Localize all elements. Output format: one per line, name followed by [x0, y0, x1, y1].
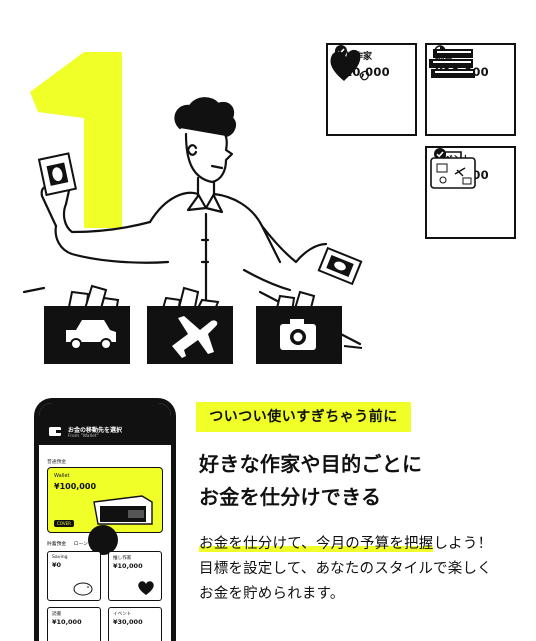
- description-highlight: お金を仕分けて、今月の予算を把握: [199, 536, 434, 552]
- section-label: 普通預金: [47, 460, 67, 465]
- app-subtitle: From "Wallet": [68, 434, 99, 439]
- description-line-1-rest: しよう！: [433, 536, 493, 552]
- check-icon: [434, 148, 446, 160]
- headline: 好きな作家や目的ごとに お金を仕分けできる: [199, 448, 519, 514]
- account-label: 推し作家: [113, 556, 132, 561]
- description-line-3: お金を貯められます。: [199, 586, 345, 602]
- wallet-card[interactable]: Wallet ¥100,000 COVER: [47, 467, 163, 533]
- budget-card-author[interactable]: 推し作家 ¥10,000: [326, 43, 417, 136]
- budget-card-reading[interactable]: 読書 ¥10,000: [425, 43, 516, 136]
- phone-screen: お金の移動先を選択 From "Wallet" 普通預金 Wallet ¥100…: [39, 403, 171, 641]
- cover-badge: COVER: [54, 520, 74, 527]
- app-title: お金の移動先を選択: [68, 427, 123, 434]
- suitcase-icon: [430, 151, 476, 189]
- account-label: イベント: [113, 612, 132, 617]
- headline-line-1: 好きな作家や目的ごとに: [199, 452, 423, 476]
- tagline-badge: ついつい使いすぎちゃう前に: [196, 402, 411, 432]
- wallet-icon: [49, 427, 61, 436]
- description-line-2: 目標を設定して、あなたのスタイルで楽しく: [199, 561, 492, 577]
- hero-illustration: 推し作家 ¥10,000 読書 ¥10,000 イベント ¥30,000: [22, 43, 516, 364]
- airplane-icon: [172, 316, 218, 358]
- wallet-label: Wallet: [54, 473, 70, 479]
- budget-card-event[interactable]: イベント ¥30,000: [425, 146, 516, 239]
- heart-icon: [138, 581, 154, 595]
- account-label: 読書: [52, 612, 62, 617]
- banknote-left: [37, 152, 78, 197]
- box-camera: [256, 306, 342, 364]
- floating-action-button[interactable]: [88, 525, 118, 555]
- tab-loan[interactable]: ローン: [73, 542, 88, 547]
- car-icon: [66, 320, 116, 342]
- wallet-amount: ¥100,000: [54, 482, 97, 491]
- camera-icon: [280, 319, 316, 350]
- banknote-right: [317, 246, 363, 286]
- heart-icon: [330, 49, 369, 81]
- books-icon: [429, 49, 475, 78]
- hero-scene: [22, 52, 363, 364]
- box-airplane: [147, 306, 233, 364]
- piggy-bank-icon: [73, 582, 93, 596]
- account-amount: ¥10,000: [113, 562, 143, 570]
- account-tabs: 貯蓄預金 ローン: [47, 540, 94, 547]
- account-card-saving[interactable]: Saving ¥0: [47, 551, 101, 601]
- description-line-1: お金を仕分けて、今月の予算を把握しよう！: [199, 532, 529, 557]
- account-card-author[interactable]: 推し作家 ¥10,000: [108, 551, 162, 601]
- box-car: [44, 306, 130, 364]
- phone-mockup: お金の移動先を選択 From "Wallet" 普通預金 Wallet ¥100…: [34, 398, 176, 641]
- account-amount: ¥0: [52, 561, 62, 569]
- account-label: Saving: [52, 555, 68, 560]
- step-number-one: [30, 52, 122, 228]
- wallet-illustration-icon: [93, 495, 153, 525]
- app-header: お金の移動先を選択 From "Wallet": [39, 403, 171, 445]
- tab-savings[interactable]: 貯蓄預金: [47, 542, 67, 547]
- account-amount: ¥10,000: [52, 618, 82, 626]
- description: お金を仕分けて、今月の予算を把握しよう！ 目標を設定して、あなたのスタイルで楽し…: [199, 532, 529, 607]
- account-amount: ¥30,000: [113, 618, 143, 626]
- account-card-event[interactable]: イベント ¥30,000: [108, 607, 162, 641]
- person: [22, 97, 362, 346]
- account-card-reading[interactable]: 読書 ¥10,000: [47, 607, 101, 641]
- headline-line-2: お金を仕分けできる: [199, 485, 382, 509]
